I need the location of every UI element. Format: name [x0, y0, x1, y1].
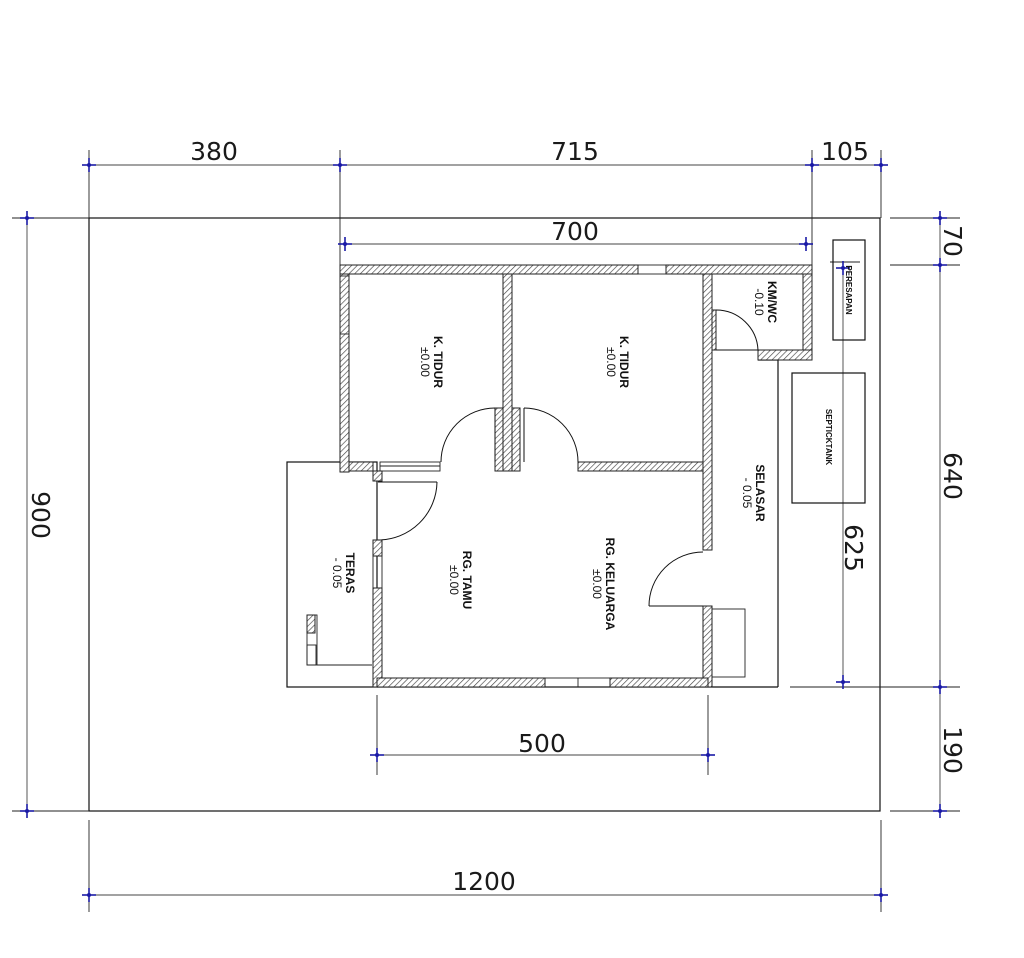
room-label-bedroom-2: K. TIDUR ±0.00: [604, 336, 631, 388]
dimension-lines: [12, 150, 960, 912]
svg-text:±0.00: ±0.00: [418, 347, 432, 377]
dimension-marker: [701, 748, 715, 762]
svg-text:±0.00: ±0.00: [447, 565, 461, 595]
dim-right-inner: 625: [839, 524, 868, 572]
dimension-marker: [933, 804, 947, 818]
dim-right-top: 70: [938, 225, 967, 257]
dim-top-middle: 715: [551, 137, 599, 166]
dim-inner-top: 700: [551, 217, 599, 246]
dimension-marker: [20, 211, 34, 225]
room-label-living-room: RG. TAMU ±0.00: [447, 551, 474, 609]
room-label-bathroom: KM/WC -0.10: [752, 281, 779, 323]
dimension-marker: [933, 258, 947, 272]
dimension-marker: [82, 158, 96, 172]
svg-text:±0.00: ±0.00: [604, 347, 618, 377]
svg-text:TERAS: TERAS: [343, 553, 357, 594]
dimension-marker: [799, 237, 813, 251]
room-label-terrace: TERAS - 0.05: [330, 553, 357, 594]
dimension-markers: [20, 158, 947, 902]
dimension-marker: [20, 804, 34, 818]
dimension-marker: [805, 158, 819, 172]
walls: [339, 264, 813, 688]
dimension-marker: [933, 211, 947, 225]
plot-boundary: [88, 217, 881, 812]
dimension-marker: [933, 680, 947, 694]
svg-text:-0.10: -0.10: [752, 288, 766, 316]
dimension-marker: [836, 261, 850, 275]
svg-text:K. TIDUR: K. TIDUR: [431, 336, 445, 388]
infiltration-well-label: PERESAPAN: [844, 265, 853, 314]
svg-text:K. TIDUR: K. TIDUR: [617, 336, 631, 388]
svg-text:SELASAR: SELASAR: [753, 464, 767, 522]
dimension-marker: [82, 888, 96, 902]
dimension-marker: [370, 748, 384, 762]
svg-text:±0.00: ±0.00: [590, 569, 604, 599]
septic-tank-label: SEPTICKTANK: [824, 409, 833, 466]
terrace-outline: [286, 461, 378, 688]
room-label-side-corridor: SELASAR - 0.05: [740, 464, 767, 522]
svg-text:RG. KELUARGA: RG. KELUARGA: [603, 538, 617, 631]
septic-tank: [791, 372, 866, 504]
doors: [377, 309, 759, 607]
room-label-family-room: RG. KELUARGA ±0.00: [590, 538, 617, 631]
dimension-marker: [333, 158, 347, 172]
dim-top-left: 380: [190, 137, 238, 166]
dim-top-right: 105: [821, 137, 869, 166]
svg-text:- 0.05: - 0.05: [740, 478, 754, 509]
dimension-marker: [338, 237, 352, 251]
dimension-marker: [874, 888, 888, 902]
dim-right-middle: 640: [938, 452, 967, 500]
svg-text:RG. TAMU: RG. TAMU: [460, 551, 474, 609]
room-label-bedroom-1: K. TIDUR ±0.00: [418, 336, 445, 388]
dim-right-bottom: 190: [938, 726, 967, 774]
svg-text:KM/WC: KM/WC: [765, 281, 779, 323]
infiltration-well: [832, 239, 866, 341]
dimension-marker: [874, 158, 888, 172]
dim-bottom-total: 1200: [452, 867, 516, 896]
dim-left-total: 900: [26, 491, 55, 539]
dim-bottom-inner: 500: [518, 729, 566, 758]
svg-text:- 0.05: - 0.05: [330, 558, 344, 589]
dimension-marker: [836, 675, 850, 689]
